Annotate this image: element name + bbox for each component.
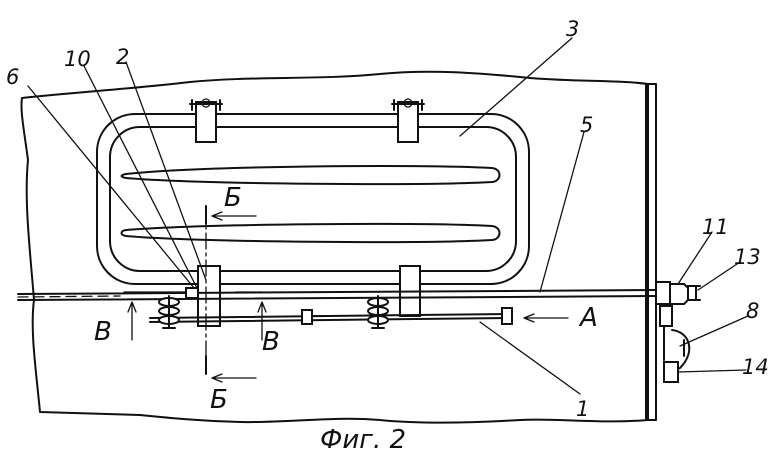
section-b-top-letter: Б bbox=[224, 183, 242, 213]
label-6: 6 bbox=[6, 65, 19, 89]
section-v-left-arrow bbox=[127, 301, 137, 341]
leader-8 bbox=[679, 315, 749, 347]
main-rod bbox=[17, 289, 661, 301]
window-outer bbox=[96, 113, 530, 285]
leader-3 bbox=[459, 37, 573, 137]
label-3: 3 bbox=[566, 17, 579, 41]
label-13: 13 bbox=[734, 245, 761, 269]
section-b-bottom-letter: Б bbox=[210, 385, 228, 415]
label-10: 10 bbox=[64, 47, 91, 71]
section-v-left-letter: В bbox=[94, 317, 112, 347]
figure-caption: Фиг. 2 bbox=[320, 425, 406, 455]
leader-11 bbox=[677, 231, 713, 285]
section-b-top-arrow bbox=[211, 211, 257, 221]
top-bracket-right bbox=[391, 98, 425, 143]
main-rod-dash bbox=[17, 295, 121, 298]
rod-end-right bbox=[501, 307, 513, 325]
label-14: 14 bbox=[742, 355, 769, 379]
spring-right bbox=[367, 295, 389, 329]
window-inner bbox=[109, 126, 517, 272]
leader-1 bbox=[479, 321, 581, 395]
leader-6 bbox=[27, 85, 195, 289]
label-8: 8 bbox=[746, 299, 759, 323]
slot-upper bbox=[120, 165, 501, 186]
leader-13 bbox=[697, 261, 741, 291]
leader-10 bbox=[83, 65, 199, 291]
label-11: 11 bbox=[702, 215, 729, 239]
label-1: 1 bbox=[576, 397, 589, 421]
rod-end-mid bbox=[301, 309, 313, 325]
right-mechanism bbox=[655, 281, 701, 383]
secondary-rod bbox=[149, 313, 511, 323]
label-2: 2 bbox=[116, 45, 129, 69]
spring-left bbox=[158, 295, 180, 329]
top-bracket-left bbox=[189, 98, 223, 143]
leader-2 bbox=[125, 61, 207, 281]
leader-14 bbox=[677, 369, 747, 373]
section-v-right-letter: В bbox=[262, 327, 280, 357]
label-5: 5 bbox=[580, 113, 593, 137]
leader-5 bbox=[539, 131, 585, 293]
clip-left bbox=[185, 287, 199, 299]
end-plate bbox=[645, 83, 657, 421]
view-a-arrow bbox=[523, 313, 569, 323]
body-outline bbox=[20, 70, 649, 424]
slot-lower bbox=[120, 222, 501, 244]
view-a-letter: А bbox=[578, 303, 598, 333]
section-b-bottom-arrow bbox=[211, 373, 257, 383]
section-v-right-arrow bbox=[257, 301, 267, 341]
